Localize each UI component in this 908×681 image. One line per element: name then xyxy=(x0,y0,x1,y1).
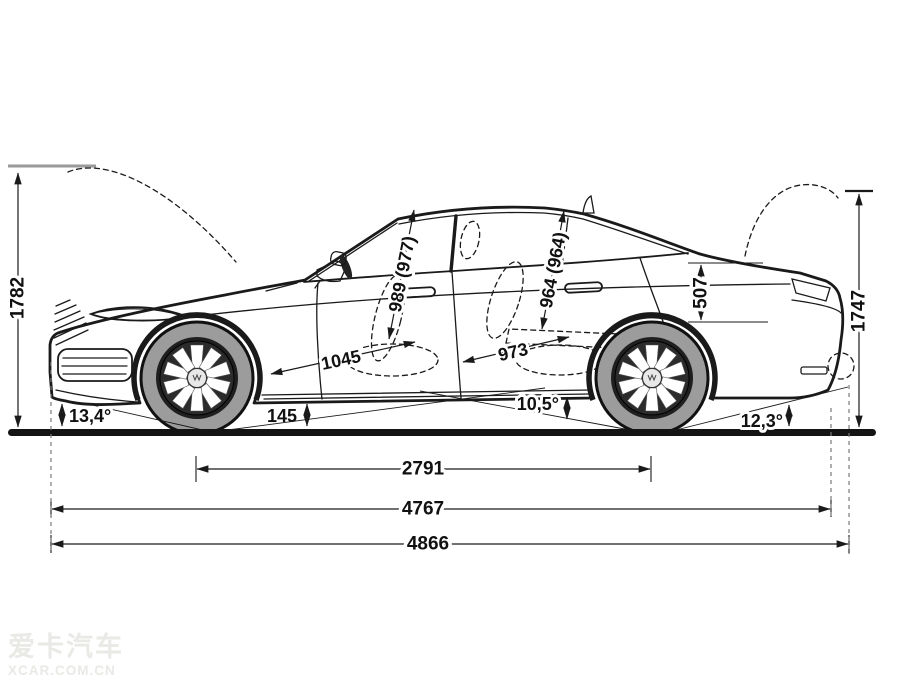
front-air-intake xyxy=(57,348,133,382)
ground-line xyxy=(8,429,876,436)
exhaust xyxy=(800,366,828,375)
watermark-logo-text: 爱卡汽车 xyxy=(8,632,124,663)
dim-length-overall-label: 4866 xyxy=(407,534,449,555)
towbar-outline xyxy=(827,352,855,380)
dim-approach-angle-label: 13,4° xyxy=(69,406,111,426)
dim-headroom-rear: 964 (964) xyxy=(533,210,573,330)
dim-departure-angle: 12,3° xyxy=(667,386,849,434)
dim-legroom-rear-label: 973 xyxy=(496,339,530,365)
watermark-url-text: XCAR.COM.CN xyxy=(8,663,116,678)
front-wheel-arch xyxy=(131,312,263,401)
dim-overall-height-label: 1782 xyxy=(8,277,29,319)
dim-rear-open-height: 1747 xyxy=(845,189,873,428)
dim-ramp-angle: 10,5° xyxy=(227,387,631,431)
dim-legroom-front: 1045 xyxy=(270,340,416,377)
dim-ground-clearance: 145 xyxy=(264,403,311,429)
dim-legroom-front-label: 1045 xyxy=(319,346,362,374)
headlight xyxy=(88,306,192,322)
dim-wheelbase: 2791 xyxy=(195,455,652,483)
rear-wheel-arch xyxy=(586,312,718,401)
dim-load-sill-height: 507 xyxy=(687,262,768,323)
trunk-open-arc xyxy=(744,183,839,257)
grille xyxy=(53,299,89,346)
dim-ramp-angle-label: 10,5° xyxy=(517,394,559,414)
tail-lamp xyxy=(791,278,831,302)
dim-departure-angle-label: 12,3° xyxy=(741,411,783,431)
roof-antenna-fin xyxy=(582,195,595,214)
dim-load-sill-height-label: 507 xyxy=(691,277,712,309)
rear-door-handle xyxy=(564,281,603,294)
watermark: 爱卡汽车 XCAR.COM.CN xyxy=(8,634,124,678)
hood-open-arc xyxy=(67,167,237,263)
dim-rear-open-height-label: 1747 xyxy=(849,290,870,332)
dim-legroom-rear: 973 xyxy=(462,336,570,368)
dim-length-overall: 4866 xyxy=(50,530,850,558)
dim-approach-angle: 13,4° xyxy=(58,403,208,432)
dim-headroom-rear-label: 964 (964) xyxy=(536,230,570,309)
dim-length-body: 4767 xyxy=(50,495,832,523)
side-mirror xyxy=(316,260,345,283)
front-wheel xyxy=(139,320,255,436)
dim-length-body-label: 4767 xyxy=(402,499,444,520)
rear-wheel xyxy=(594,320,710,436)
dim-overall-height: 1782 xyxy=(4,164,96,428)
dim-wheelbase-label: 2791 xyxy=(402,459,445,480)
